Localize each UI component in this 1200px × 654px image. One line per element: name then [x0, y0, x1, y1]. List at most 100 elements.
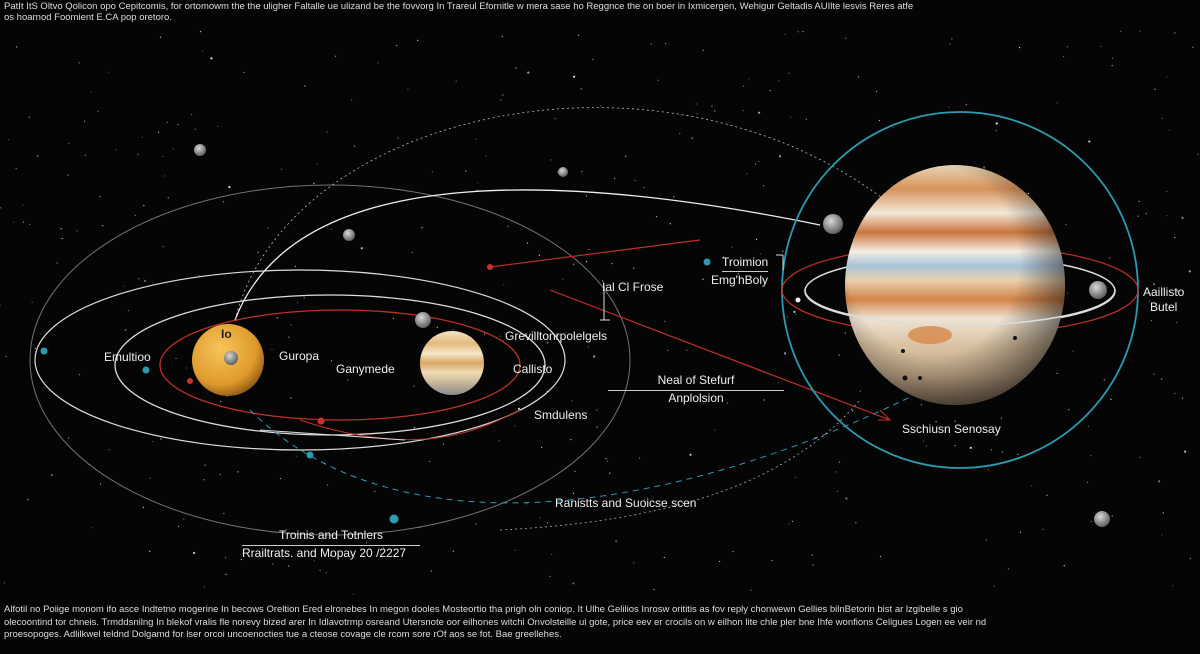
- star: [572, 582, 575, 585]
- star: [31, 301, 33, 303]
- star: [732, 550, 734, 553]
- star: [413, 385, 415, 387]
- star: [995, 130, 997, 132]
- star: [149, 477, 151, 479]
- io-moon-dot: [224, 351, 238, 365]
- ganymede-planet[interactable]: [420, 331, 484, 395]
- small-moon: [1094, 511, 1110, 527]
- star: [797, 31, 799, 33]
- label-ranists: Ranistts and Suoicse scen: [555, 496, 697, 510]
- star: [1090, 454, 1092, 457]
- star: [3, 582, 6, 584]
- star: [157, 131, 160, 133]
- star: [554, 117, 556, 120]
- star: [1086, 481, 1089, 484]
- label-trains-1: Troinis and Totnlers: [242, 528, 420, 546]
- star: [664, 43, 667, 45]
- star: [790, 116, 792, 118]
- star: [276, 316, 279, 319]
- star: [686, 349, 688, 351]
- star: [859, 390, 861, 392]
- star: [551, 553, 553, 556]
- star: [452, 328, 454, 331]
- star: [858, 76, 860, 78]
- star: [1181, 216, 1184, 219]
- star: [175, 357, 177, 360]
- star: [134, 214, 136, 216]
- jupiter-moon: [1089, 281, 1107, 299]
- star: [124, 328, 127, 332]
- star: [1042, 528, 1044, 531]
- star: [500, 99, 502, 101]
- star: [280, 168, 283, 170]
- star: [115, 149, 117, 151]
- star: [0, 304, 1, 306]
- star: [5, 355, 7, 357]
- star: [142, 506, 144, 509]
- star: [377, 62, 379, 64]
- star: [0, 207, 2, 209]
- star: [643, 506, 645, 508]
- star: [948, 106, 950, 108]
- star: [352, 593, 354, 595]
- star: [1017, 453, 1019, 455]
- star: [845, 497, 848, 500]
- star: [643, 498, 646, 500]
- star: [546, 341, 549, 344]
- star: [285, 528, 287, 531]
- star: [190, 114, 193, 116]
- small-moon: [558, 167, 568, 177]
- header-caption: PatIt ItS Oltvo Qolicon opo Cepitcomis, …: [4, 1, 1194, 23]
- star: [1100, 45, 1102, 47]
- star: [1103, 379, 1105, 381]
- star: [811, 554, 813, 556]
- star: [1110, 398, 1112, 400]
- star: [876, 90, 878, 92]
- star: [1000, 417, 1003, 419]
- star: [664, 320, 666, 322]
- star: [750, 589, 752, 591]
- star: [304, 85, 306, 87]
- star: [526, 503, 528, 505]
- star: [588, 248, 590, 251]
- star: [954, 445, 956, 447]
- star: [571, 400, 573, 402]
- star: [442, 443, 444, 445]
- star: [68, 437, 70, 439]
- star: [498, 440, 500, 442]
- star: [805, 118, 807, 120]
- star: [326, 131, 328, 133]
- star: [650, 43, 652, 45]
- star: [257, 251, 259, 253]
- star: [325, 572, 327, 574]
- star: [838, 354, 840, 356]
- star: [475, 523, 477, 525]
- star: [13, 221, 15, 223]
- star: [198, 274, 200, 276]
- star: [1120, 30, 1122, 32]
- star: [223, 201, 225, 203]
- star: [762, 185, 765, 187]
- star: [769, 90, 771, 92]
- star: [67, 174, 69, 176]
- star: [84, 154, 87, 156]
- star: [411, 251, 413, 253]
- footer-caption: Alfotil no Poiige monom ifo asce Indtetn…: [4, 604, 1194, 642]
- star: [592, 58, 594, 61]
- label-europa: Guropa: [279, 349, 320, 363]
- star: [228, 185, 231, 189]
- star: [1168, 129, 1171, 132]
- star: [34, 347, 36, 350]
- star: [514, 549, 516, 551]
- star: [430, 570, 432, 572]
- star: [1161, 117, 1164, 119]
- star: [580, 88, 582, 90]
- star: [160, 438, 162, 440]
- star: [719, 560, 721, 563]
- star: [203, 586, 206, 588]
- marker-dot: [703, 258, 711, 266]
- star: [852, 410, 854, 412]
- star: [758, 160, 760, 163]
- star: [475, 138, 477, 140]
- footer-line: proesopoges. Adlilkwel teldnd Dolgamd fo…: [4, 629, 562, 640]
